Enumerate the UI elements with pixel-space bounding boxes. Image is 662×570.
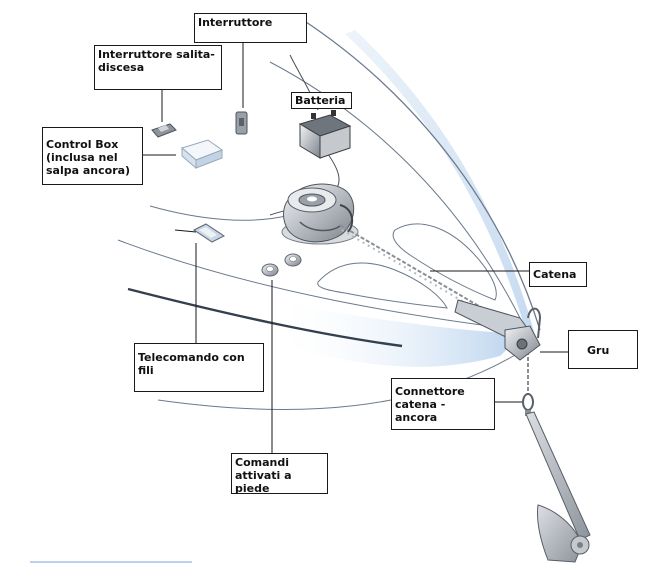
label-interruttore: Interruttore (194, 13, 307, 43)
chain-deck-run (339, 224, 521, 331)
switch-device (235, 111, 248, 135)
label-batteria: Batteria (291, 92, 352, 109)
label-comandi-attivati-a-piede: Comandi attivati a piede (231, 453, 328, 495)
label-interruttore-salita-discesa: Interruttore salita-discesa (94, 45, 222, 90)
anchor-device (525, 411, 591, 563)
hull-inner-line (269, 61, 521, 319)
leader-control-to-remote (174, 229, 197, 233)
control-box-device (180, 139, 224, 170)
anchor-fluke (537, 504, 583, 563)
hull-shade (270, 300, 520, 367)
hull-lower-curve (157, 354, 516, 410)
deck-inner-line (149, 205, 291, 221)
boat-hull (30, 17, 541, 563)
foot-switches-device (261, 253, 302, 277)
up-down-switch-device (151, 123, 177, 138)
label-control-box: Control Box (inclusa nel salpa ancora) (42, 127, 143, 185)
bow-blue-band (345, 30, 535, 338)
deck-hatch-1 (392, 223, 497, 301)
leader-lines (143, 43, 568, 453)
wired-remote-device (193, 223, 225, 243)
label-connettore-catena-ancora: Connettore catena - ancora (391, 378, 495, 430)
deck-hatch-2 (317, 262, 448, 309)
label-telecomando-con-fili: Telecomando con fili (134, 343, 264, 392)
label-catena: Catena (529, 262, 587, 287)
windlass-device (281, 183, 359, 245)
deck-lower-edge (117, 239, 521, 331)
battery-device (298, 110, 352, 159)
hull-outer-line (299, 17, 541, 331)
anchor-shank (525, 411, 591, 541)
chain-deck-run-2 (341, 229, 519, 335)
label-gru: Gru (568, 330, 638, 369)
bow-roller-device (454, 299, 542, 361)
